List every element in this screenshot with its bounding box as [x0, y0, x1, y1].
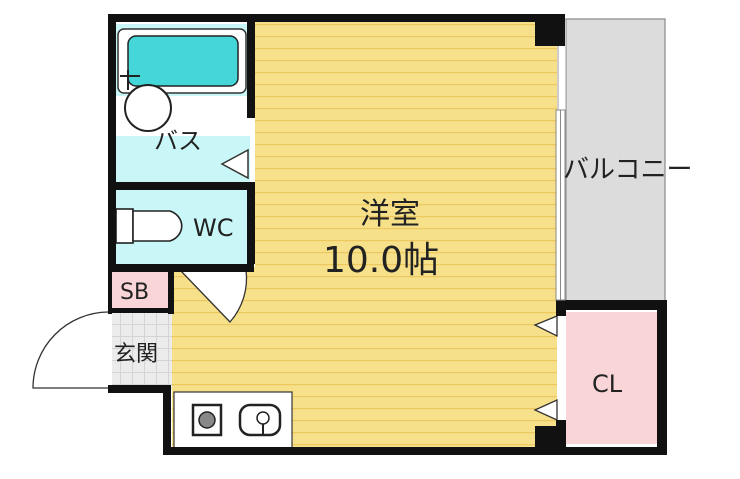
sink-icon — [238, 403, 282, 437]
toilet-room: WC — [112, 190, 250, 264]
western-room-size: 10.0帖 — [323, 240, 439, 281]
bath-label: バス — [154, 127, 202, 155]
western-room-name: 洋室 — [360, 197, 420, 232]
toilet-bowl-icon — [132, 210, 183, 242]
entrance: 玄関 — [112, 312, 172, 390]
toilet-tank-icon — [115, 208, 134, 244]
western-room-floor — [255, 19, 557, 449]
balcony-window — [555, 109, 566, 301]
kitchen-counter — [173, 391, 293, 450]
closet: CL — [533, 312, 662, 444]
balcony-label: バルコニー — [563, 155, 692, 185]
shoe-box-label: SB — [120, 280, 149, 305]
entrance-door-icon — [32, 311, 109, 389]
closet-door-lower-icon — [533, 398, 558, 422]
walls — [108, 14, 667, 455]
closet-label: CL — [592, 370, 623, 398]
toilet-label: WC — [193, 214, 234, 242]
washbasin-icon — [124, 84, 172, 132]
entrance-label: 玄関 — [114, 342, 158, 367]
bath-room: バス — [112, 24, 250, 182]
closet-door-upper-icon — [533, 315, 558, 338]
bath-door-icon — [220, 148, 249, 180]
shoe-box: SB — [112, 272, 170, 308]
